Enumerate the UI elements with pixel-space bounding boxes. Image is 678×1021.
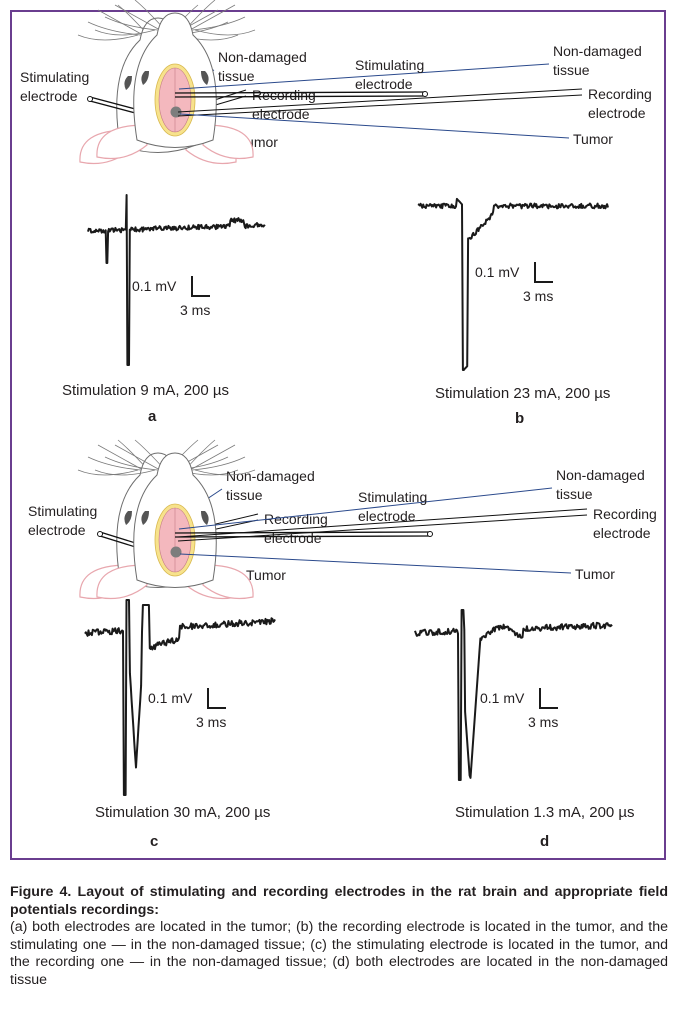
scale-voltage-label: 0.1 mV	[475, 264, 520, 280]
stimulating-electrode-label: Stimulating electrode	[28, 503, 98, 538]
stimulating-electrode-label: Stimulating electrode	[355, 57, 425, 92]
recording-electrode-label: Recording electrode	[252, 87, 316, 122]
stimulation-label: Stimulation 23 mA, 200 µs	[435, 385, 611, 402]
figure-frame	[10, 10, 666, 860]
non-damaged-tissue-label: Non-damaged tissue	[556, 467, 645, 502]
tumor-label: Tumor	[246, 567, 286, 583]
non-damaged-tissue-label: Non-damaged tissue	[218, 49, 307, 84]
tumor-label: Tumor	[575, 566, 615, 582]
scale-time-label: 3 ms	[180, 302, 211, 318]
non-damaged-tissue-label: Non-damaged tissue	[553, 43, 642, 78]
panel-letter: c	[150, 833, 159, 850]
tumor-label: Tumor	[238, 134, 278, 150]
panel-letter: d	[540, 833, 550, 850]
stimulation-label: Stimulation 1.3 mA, 200 µs	[455, 804, 635, 821]
scale-voltage-label: 0.1 mV	[480, 690, 525, 706]
scale-voltage-label: 0.1 mV	[132, 278, 177, 294]
caption-body: (a) both electrodes are located in the t…	[10, 919, 668, 988]
figure-caption: Figure 4. Layout of stimulating and reco…	[10, 884, 668, 990]
scale-time-label: 3 ms	[196, 714, 227, 730]
scale-voltage-label: 0.1 mV	[148, 690, 193, 706]
stimulating-electrode-label: Stimulating electrode	[358, 489, 428, 524]
recording-electrode-label: Recording electrode	[593, 506, 657, 541]
panel-letter: b	[515, 410, 525, 427]
caption-title: Figure 4. Layout of stimulating and reco…	[10, 884, 668, 918]
stimulation-label: Stimulation 30 mA, 200 µs	[95, 804, 271, 821]
panel-letter: a	[148, 408, 157, 425]
scale-time-label: 3 ms	[528, 714, 559, 730]
tumor-label: Tumor	[573, 131, 613, 147]
non-damaged-tissue-label: Non-damaged tissue	[226, 468, 315, 503]
recording-electrode-label: Recording electrode	[264, 511, 328, 546]
stimulation-label: Stimulation 9 mA, 200 µs	[62, 382, 230, 399]
scale-time-label: 3 ms	[523, 288, 554, 304]
recording-electrode-label: Recording electrode	[588, 86, 652, 121]
stimulating-electrode-label: Stimulating electrode	[20, 69, 90, 104]
